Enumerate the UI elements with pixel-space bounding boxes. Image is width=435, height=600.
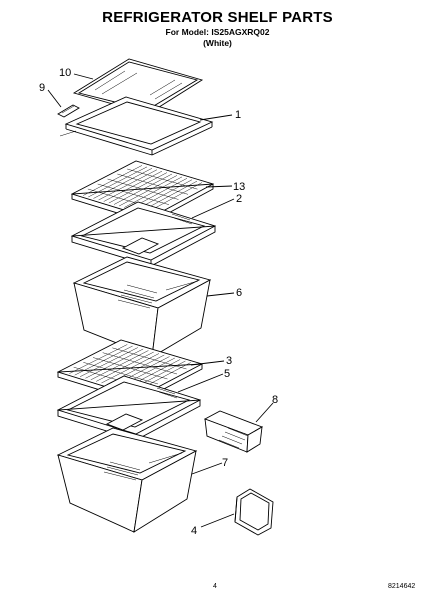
page-number: 4	[213, 583, 217, 590]
lower-crisper-drawer-part	[56, 427, 198, 533]
callout-8: 8	[272, 394, 278, 406]
callout-4: 4	[191, 525, 197, 537]
leader-lines	[47, 73, 274, 528]
document-number: 8214642	[388, 583, 416, 590]
callout-7: 7	[222, 457, 228, 469]
callout-2: 2	[236, 193, 242, 205]
callout-9: 9	[39, 82, 45, 94]
lower-crisper-cover-frame-part	[56, 375, 202, 441]
page-title: REFRIGERATOR SHELF PARTS	[102, 9, 333, 26]
crisper-cover-frame-part	[70, 201, 217, 267]
callout-5: 5	[224, 368, 230, 380]
callout-1: 1	[235, 109, 241, 121]
label-card-part	[234, 488, 274, 536]
crisper-cover-grid-part	[70, 160, 215, 224]
callout-13: 13	[233, 181, 245, 193]
small-bin-part	[203, 410, 264, 453]
upper-crisper-drawer-part	[72, 256, 212, 358]
shelf-trim-part	[57, 104, 80, 118]
lower-crisper-cover-grid-part	[56, 339, 204, 403]
callout-6: 6	[236, 287, 242, 299]
shelf-frame-part	[59, 96, 214, 156]
grid-lines	[69, 344, 191, 393]
callout-10: 10	[59, 67, 71, 79]
callout-labels: 10 9 1 13 2 6 3 5 8 7 4	[39, 67, 278, 537]
callout-3: 3	[226, 355, 232, 367]
model-label: For Model: IS25AGXRQ02	[165, 27, 270, 37]
color-label: (White)	[203, 38, 232, 48]
